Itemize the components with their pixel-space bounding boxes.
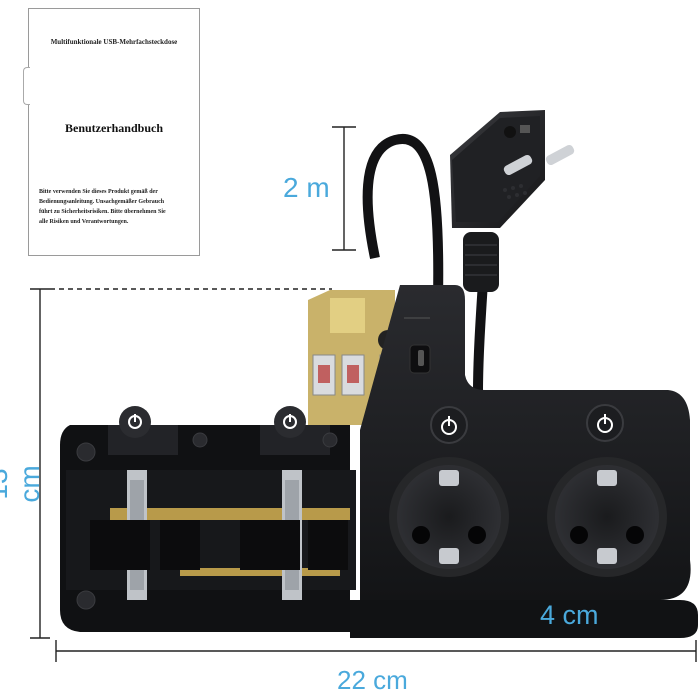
power-button-right (586, 404, 624, 442)
manual-body-line: Bedienungsanleitung. Unsachgemäßer Gebra… (39, 199, 165, 205)
manual-body-line: führt zu Sicherheitsrisiken. Bitte übern… (39, 209, 166, 215)
manual-title: Multifunktionale USB-Mehrfachsteckdose (50, 38, 178, 46)
dimension-lines (30, 126, 697, 662)
height-label: 13 cm (0, 465, 45, 503)
cable-length-label: 2 m (283, 172, 330, 203)
thickness-label: 4 cm (540, 600, 599, 630)
manual-heading: Benutzerhandbuch (64, 121, 164, 135)
power-button-left (430, 406, 468, 444)
power-strip-base (350, 600, 698, 638)
cable-strain-relief (463, 232, 499, 292)
socket-left (389, 457, 509, 577)
socket-right (547, 457, 667, 577)
schuko-plug (450, 110, 575, 228)
width-label: 22 cm (337, 665, 408, 695)
manual-spine (23, 67, 30, 105)
manual-body: Bitte verwenden Sie dieses Produkt gemäß… (39, 187, 193, 227)
manual-body-line: alle Risiken und Verantwortungen. (39, 219, 129, 225)
manual-body-line: Bitte verwenden Sie dieses Produkt gemäß… (39, 189, 158, 195)
user-manual: Multifunktionale USB-Mehrfachsteckdose B… (23, 8, 200, 256)
power-cable (362, 133, 444, 301)
